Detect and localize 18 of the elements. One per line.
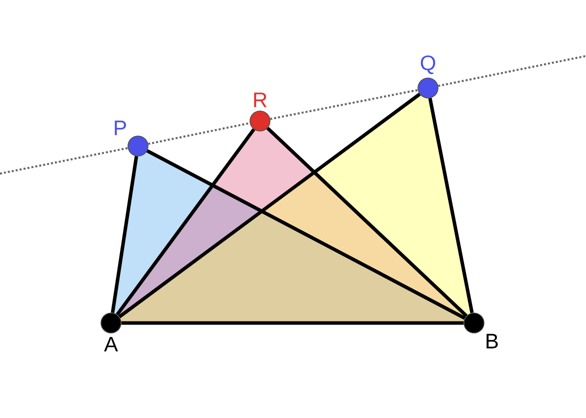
triangle-side <box>116 128 256 316</box>
point: B <box>464 312 498 348</box>
node-label: Q <box>420 55 436 74</box>
triangle-side <box>270 89 418 120</box>
point: R <box>250 92 270 132</box>
triangle-side <box>266 126 468 318</box>
node-label: B <box>486 334 498 348</box>
point: Q <box>418 55 438 98</box>
point: A <box>100 312 122 352</box>
triangle-side <box>148 122 250 145</box>
triangle-side <box>118 92 421 318</box>
node-label: R <box>254 92 267 108</box>
node-label: A <box>104 336 118 352</box>
node-label: P <box>114 120 126 136</box>
triangle-side <box>121 321 464 325</box>
triangle-side <box>110 156 138 313</box>
point: P <box>114 120 148 156</box>
triangle-side <box>428 98 474 314</box>
